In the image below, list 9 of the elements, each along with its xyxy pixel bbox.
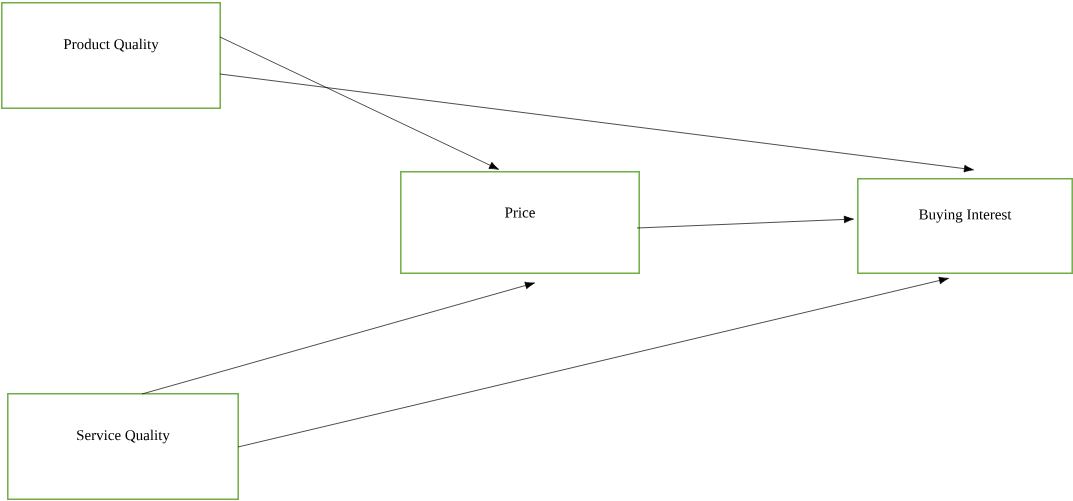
- process-box: Price: [400, 171, 640, 274]
- arrow: [219, 73, 974, 173]
- process-box: Buying Interest: [857, 178, 1073, 274]
- arrow: [636, 215, 854, 229]
- arrow: [219, 36, 499, 170]
- arrow: [237, 276, 949, 448]
- process-box: Product Quality: [1, 2, 221, 109]
- arrow: [141, 281, 535, 395]
- process-box: Service Quality: [7, 393, 239, 500]
